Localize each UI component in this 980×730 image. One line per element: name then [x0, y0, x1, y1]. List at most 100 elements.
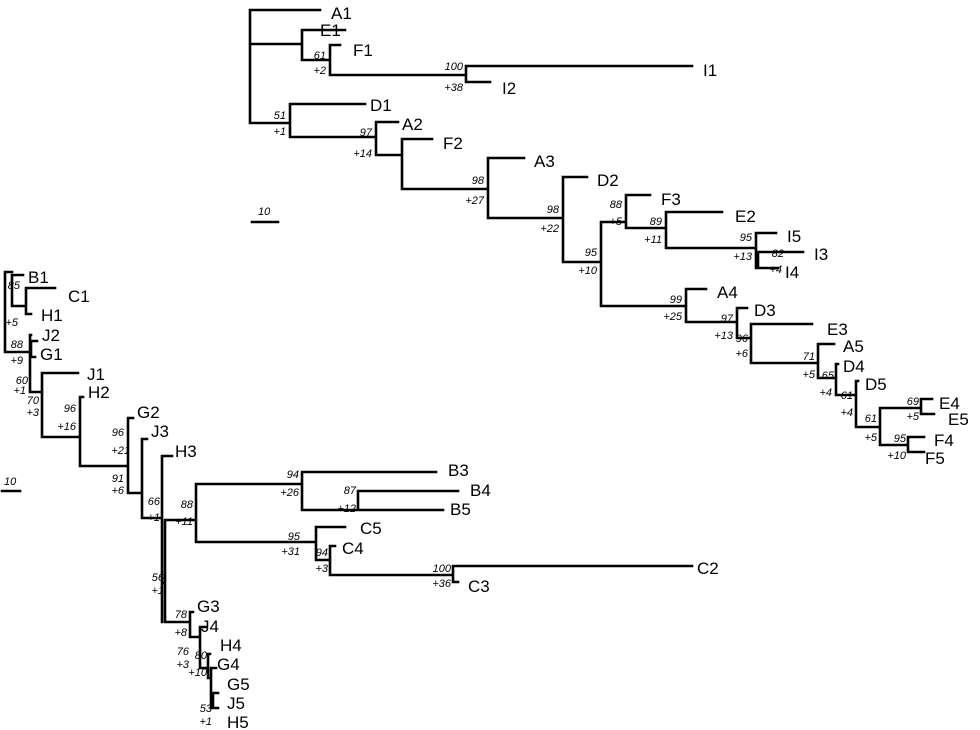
tip-label: B1 — [28, 268, 49, 287]
support-top: 70 — [27, 395, 40, 407]
support-top: 96 — [112, 427, 125, 439]
tip-label: D5 — [865, 375, 887, 394]
tip-label: J2 — [42, 326, 60, 345]
support-bottom: +1 — [151, 585, 164, 597]
support-bottom: +12 — [337, 503, 356, 515]
support-bottom: +11 — [175, 516, 193, 528]
support-top: 96 — [64, 403, 77, 415]
support-bottom: +4 — [819, 387, 832, 399]
tip-label: G2 — [137, 403, 160, 422]
support-top: 53 — [200, 703, 213, 715]
support-top: 66 — [148, 496, 161, 508]
tip-label: J4 — [201, 617, 219, 636]
support-bottom: +13 — [714, 330, 734, 342]
tree-2-scale-label: 10 — [4, 476, 17, 488]
tip-label: J3 — [151, 422, 169, 441]
support-top: 76 — [177, 646, 190, 658]
support-top: 65 — [822, 370, 835, 382]
tip-label: E5 — [948, 410, 969, 429]
tip-label: I5 — [787, 227, 801, 246]
tip-label: H4 — [220, 636, 242, 655]
tip-label: B4 — [470, 481, 491, 500]
support-bottom: +4 — [769, 264, 782, 276]
tip-label: I1 — [703, 61, 717, 80]
tip-label: D4 — [843, 357, 865, 376]
support-top: 99 — [670, 294, 682, 306]
tree-1-branches — [248, 8, 936, 454]
support-top: 89 — [650, 216, 662, 228]
tip-label: J5 — [227, 694, 245, 713]
support-top: 87 — [344, 485, 357, 497]
support-bottom: +25 — [663, 311, 683, 323]
tip-label: D2 — [597, 171, 619, 190]
support-top: 97 — [360, 127, 373, 139]
tip-label: A3 — [534, 152, 555, 171]
support-bottom: +21 — [111, 445, 130, 457]
tip-label: G5 — [227, 675, 250, 694]
support-top: 95 — [288, 531, 301, 543]
tip-label: B5 — [450, 500, 471, 519]
support-top: 60 — [16, 375, 29, 387]
support-bottom: +31 — [281, 546, 300, 558]
support-bottom: +22 — [540, 223, 559, 235]
support-top: 82 — [772, 248, 784, 260]
support-bottom: +4 — [840, 407, 853, 419]
support-bottom: +26 — [280, 487, 300, 499]
support-bottom: +10 — [188, 667, 208, 679]
tree-1: 10 A1 E1 F1 I1 I2 D1 A2 F2 A3 D2 F3 E2 I… — [248, 4, 969, 468]
support-top: 95 — [740, 232, 753, 244]
support-top: 95 — [894, 433, 907, 445]
tree-2-branches — [3, 270, 694, 710]
tip-label: C2 — [697, 559, 719, 578]
support-bottom: +27 — [465, 195, 485, 207]
tip-label: E4 — [939, 394, 960, 413]
tip-label: G1 — [40, 345, 63, 364]
tip-label: F3 — [661, 190, 681, 209]
support-bottom: +11 — [644, 234, 662, 246]
support-bottom: +14 — [353, 148, 372, 160]
support-bottom: +5 — [906, 411, 919, 423]
support-top: 56 — [152, 572, 165, 584]
support-top: 97 — [721, 313, 734, 325]
support-bottom: +6 — [111, 485, 124, 497]
tip-label: H3 — [175, 442, 197, 461]
tip-label: J1 — [87, 365, 105, 384]
tip-label: D3 — [754, 301, 776, 320]
support-top: 98 — [547, 204, 560, 216]
support-bottom: +5 — [864, 432, 877, 444]
support-bottom: +3 — [176, 659, 189, 671]
support-top: 61 — [865, 413, 877, 425]
tip-label: E2 — [735, 207, 756, 226]
support-bottom: +3 — [26, 407, 39, 419]
support-bottom: +8 — [174, 627, 187, 639]
tip-label: C5 — [360, 519, 382, 538]
tip-label: A4 — [717, 283, 738, 302]
support-top: 94 — [287, 469, 299, 481]
tip-label: C4 — [342, 539, 364, 558]
support-top: 100 — [445, 61, 464, 73]
tip-label: C3 — [468, 577, 490, 596]
support-bottom: +1 — [273, 126, 286, 138]
tip-label: D1 — [370, 96, 392, 115]
tip-label: C1 — [68, 287, 90, 306]
tip-label: A5 — [843, 337, 864, 356]
support-top: 69 — [907, 396, 919, 408]
tip-label: I2 — [502, 79, 516, 98]
support-top: 61 — [314, 50, 326, 62]
support-top: 88 — [181, 499, 194, 511]
support-top: 88 — [11, 339, 24, 351]
support-top: 91 — [112, 473, 124, 485]
tip-label: B3 — [448, 461, 469, 480]
tip-label: A1 — [331, 4, 352, 23]
support-bottom: +3 — [315, 563, 328, 575]
support-top: 94 — [316, 547, 328, 559]
support-top: 80 — [195, 650, 208, 662]
tip-label: G3 — [197, 597, 220, 616]
tip-label: I4 — [785, 263, 799, 282]
support-top: 100 — [433, 563, 452, 575]
tip-label: I3 — [814, 245, 828, 264]
support-top: 88 — [610, 199, 623, 211]
support-top: 98 — [472, 175, 485, 187]
tip-label: H2 — [88, 383, 110, 402]
support-bottom: +10 — [887, 450, 907, 462]
